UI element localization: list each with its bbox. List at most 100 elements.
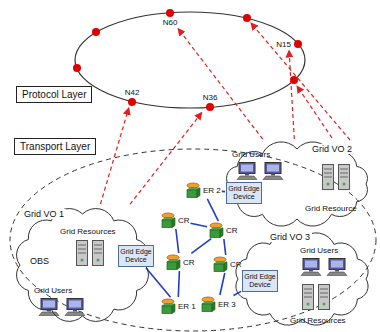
router-body <box>187 190 197 198</box>
optical-link <box>220 273 225 295</box>
cloud-path <box>236 233 368 325</box>
router-body <box>202 304 212 312</box>
ring-dot <box>128 98 136 106</box>
server-icon <box>303 285 314 310</box>
node-label: Grid Edge Device <box>120 248 152 263</box>
core-router: CR <box>160 212 190 228</box>
ring-dot <box>166 9 174 17</box>
ring-node: N36 <box>202 93 219 111</box>
node-label: Grid Edge Device <box>244 273 276 288</box>
layer-box: Protocol Layer <box>16 86 92 103</box>
server-icon <box>339 165 350 190</box>
router-icon <box>160 212 176 228</box>
core-router: CR <box>212 256 242 272</box>
optical-link <box>178 271 179 297</box>
group-label: Grid Resources <box>290 316 346 325</box>
mapping-arrow <box>178 29 263 140</box>
computer-icon <box>237 163 257 180</box>
computer-icon <box>301 259 321 276</box>
router-body <box>162 306 172 314</box>
ring-node: N42 <box>124 88 141 106</box>
protocol-ring <box>75 12 305 108</box>
mapping-arrow <box>289 50 294 139</box>
vo-heading: Grid VO 2 <box>310 144 354 154</box>
router-disk <box>162 299 174 304</box>
core-router: CR <box>208 222 238 238</box>
router-disk <box>210 223 222 228</box>
node-label: Transport Layer <box>20 141 90 152</box>
router-side <box>224 262 227 272</box>
optical-link <box>176 229 179 253</box>
router-icon <box>160 298 176 314</box>
group-label: Grid Resources <box>60 227 116 236</box>
computer-icon <box>39 299 59 316</box>
ring-node: N60 <box>162 9 179 27</box>
optical-link <box>191 239 211 254</box>
ring-dot <box>92 28 100 36</box>
router-side <box>197 188 200 198</box>
router-disk <box>162 213 174 218</box>
group-label: Grid Resource <box>305 204 357 213</box>
edge-device: Grid Edge Device <box>242 270 278 292</box>
node-id: N60 <box>162 18 179 27</box>
router-icon <box>212 256 228 272</box>
group-label: Grid Users <box>232 150 270 159</box>
edge-device: Grid Edge Device <box>226 182 262 204</box>
edge-router: ER 3 <box>200 296 236 312</box>
mapping-arrow <box>251 23 350 140</box>
router-icon <box>208 222 224 238</box>
router-side <box>220 228 223 238</box>
optical-link <box>191 223 207 226</box>
group-label: Grid Users <box>34 286 72 295</box>
router-disk <box>167 255 179 260</box>
server-icon <box>77 241 88 266</box>
node-label: CR <box>178 216 190 225</box>
server-icon <box>323 165 334 190</box>
router-side <box>172 218 175 228</box>
optical-link <box>222 191 225 193</box>
router-side <box>177 260 180 270</box>
node-label: CR <box>183 258 195 267</box>
node-label: ER 3 <box>218 300 236 309</box>
node-label: Grid Edge Device <box>228 185 260 200</box>
ring-dot <box>206 103 214 111</box>
ring-dot <box>294 40 302 48</box>
layer-box: Transport Layer <box>14 138 96 155</box>
router-side <box>172 304 175 314</box>
cloud-path <box>227 142 368 226</box>
optical-link <box>146 268 171 297</box>
ring-dot <box>243 14 251 22</box>
transport-boundary <box>10 149 376 331</box>
node-id: N15 <box>275 40 292 49</box>
router-disk <box>187 183 199 188</box>
core-router: CR <box>165 254 195 270</box>
computer-icon <box>263 163 283 180</box>
network-label: OBS <box>30 256 49 266</box>
node-label: CR <box>226 226 238 235</box>
edge-router: ER 2 <box>185 182 221 198</box>
group-label: Grid Users <box>300 246 338 255</box>
computer-icon <box>327 259 347 276</box>
server-icon <box>93 241 104 266</box>
router-icon <box>165 254 181 270</box>
router-body <box>210 230 220 238</box>
optical-link <box>224 239 226 255</box>
router-disk <box>202 297 214 302</box>
router-body <box>162 220 172 228</box>
router-icon <box>200 296 216 312</box>
router-body <box>167 262 177 270</box>
vo-heading: Grid VO 1 <box>22 209 66 219</box>
mapping-arrow <box>100 108 128 204</box>
edge-router: ER 1 <box>160 298 196 314</box>
ring-node: N15 <box>275 40 302 49</box>
router-body <box>214 264 224 272</box>
mapping-arrow <box>130 113 202 205</box>
router-icon <box>185 182 201 198</box>
node-label: ER 2 <box>203 186 221 195</box>
edge-device: Grid Edge Device <box>118 245 154 267</box>
node-label: ER 1 <box>178 302 196 311</box>
server-icon <box>319 285 330 310</box>
